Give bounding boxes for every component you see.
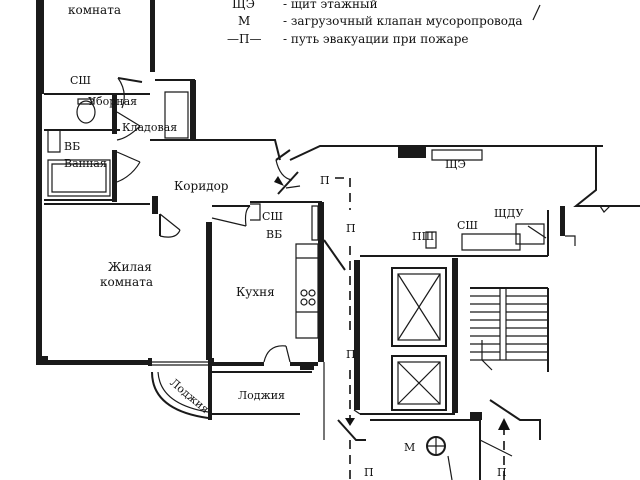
mark-vb-kitchen: ВБ bbox=[266, 228, 282, 241]
evac-path-1 bbox=[335, 177, 351, 210]
evac-labels: П П П П П bbox=[320, 174, 507, 479]
legend-symbol-shche: ЩЭ bbox=[232, 0, 255, 11]
room-top-label: комната bbox=[68, 3, 121, 17]
evac-label-2: П bbox=[346, 222, 356, 235]
apartment-walls bbox=[36, 0, 324, 420]
legend-text-shche: - щит этажный bbox=[283, 0, 378, 11]
sink bbox=[47, 129, 61, 153]
room-bath-label: Ванная bbox=[64, 157, 107, 170]
room-living-label-1: Жилая bbox=[108, 260, 152, 274]
mark-shche: ЩЭ bbox=[445, 158, 466, 171]
stair-steps bbox=[470, 288, 548, 360]
doors bbox=[116, 77, 299, 363]
bathtub bbox=[47, 159, 111, 197]
mark-ssh-toilet: СШ bbox=[70, 74, 91, 87]
mark-vb-bath: ВБ bbox=[64, 140, 80, 153]
stair-core bbox=[289, 145, 640, 480]
fixtures bbox=[47, 98, 111, 197]
evac-label-1: П bbox=[320, 174, 330, 187]
legend-text-evac: - путь эвакуации при пожаре bbox=[283, 32, 468, 46]
elevator-1 bbox=[391, 267, 447, 347]
toilet-bowl bbox=[76, 100, 96, 124]
equipment-marks: СШ ВБ СШ ВБ ЩЭ ПШ СШ ЩДУ М bbox=[64, 74, 523, 454]
room-toilet-label: Уборная bbox=[88, 95, 137, 108]
room-loggia-label: Лоджия bbox=[238, 389, 285, 402]
mark-m: М bbox=[404, 441, 415, 454]
evacuation-routes bbox=[285, 177, 510, 480]
evac-label-3: П bbox=[346, 348, 356, 361]
legend-tick bbox=[532, 4, 541, 21]
room-corridor-label: Коридор bbox=[174, 179, 229, 193]
room-labels: комната Уборная Кладовая Ванная Коридор … bbox=[64, 3, 285, 416]
mark-ssh-kitchen: СШ bbox=[262, 210, 283, 223]
mark-psh: ПШ bbox=[412, 230, 434, 243]
legend-symbol-m: М bbox=[238, 14, 250, 28]
legend-symbol-evac: —П— bbox=[227, 32, 261, 46]
room-kitchen-label: Кухня bbox=[236, 285, 275, 299]
room-loggia-small-label: Лоджия bbox=[167, 376, 211, 416]
mark-ssh-hall: СШ bbox=[457, 219, 478, 232]
legend-text-m: - загрузочный клапан мусоропровода bbox=[283, 14, 523, 28]
legend: ЩЭ - щит этажный М - загрузочный клапан … bbox=[227, 0, 541, 46]
evac-label-4: П bbox=[364, 466, 374, 479]
room-storage-label: Кладовая bbox=[122, 121, 177, 134]
room-living-label-2: комната bbox=[100, 275, 153, 289]
elevator-2 bbox=[391, 355, 447, 411]
evac-label-5: П bbox=[497, 466, 507, 479]
mark-shdu: ЩДУ bbox=[494, 207, 523, 220]
